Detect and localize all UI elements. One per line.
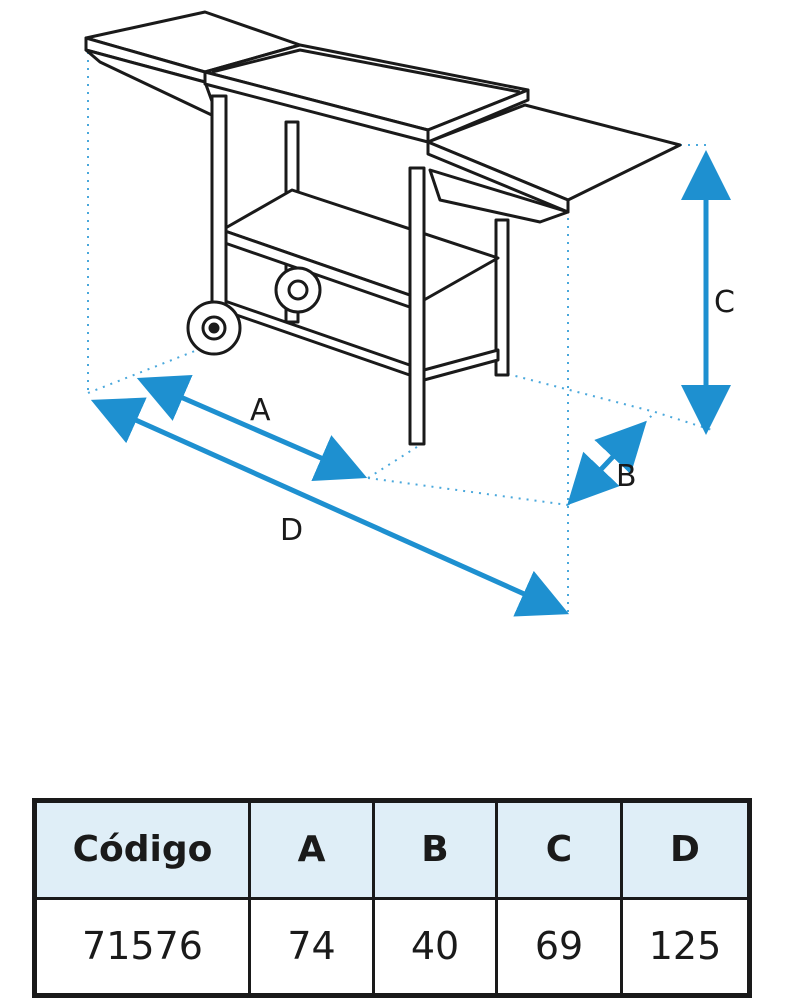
arrow-b (567, 420, 647, 506)
header-a: A (248, 799, 375, 900)
table-header-row: Código A B C D (33, 799, 751, 900)
dimensions-table: Código A B C D 71576 74 40 69 125 (32, 798, 752, 998)
cell-a: 74 (248, 896, 375, 997)
arrow-d (90, 397, 570, 617)
cell-c: 69 (495, 896, 623, 997)
cell-b: 40 (372, 896, 498, 997)
label-a: A (250, 393, 271, 428)
header-code: Código (33, 799, 251, 900)
header-b: B (372, 799, 498, 900)
header-d: D (620, 799, 751, 900)
label-c: C (714, 285, 735, 320)
label-b: B (616, 459, 637, 494)
cell-d: 125 (620, 896, 751, 997)
table-row: 71576 74 40 69 125 (33, 896, 751, 997)
cart-illustration (84, 10, 682, 446)
label-d: D (280, 513, 303, 548)
header-c: C (495, 799, 623, 900)
cell-code: 71576 (33, 896, 251, 997)
dimension-arrows (90, 150, 731, 617)
cart-dimension-diagram: A D B C (84, 10, 735, 617)
